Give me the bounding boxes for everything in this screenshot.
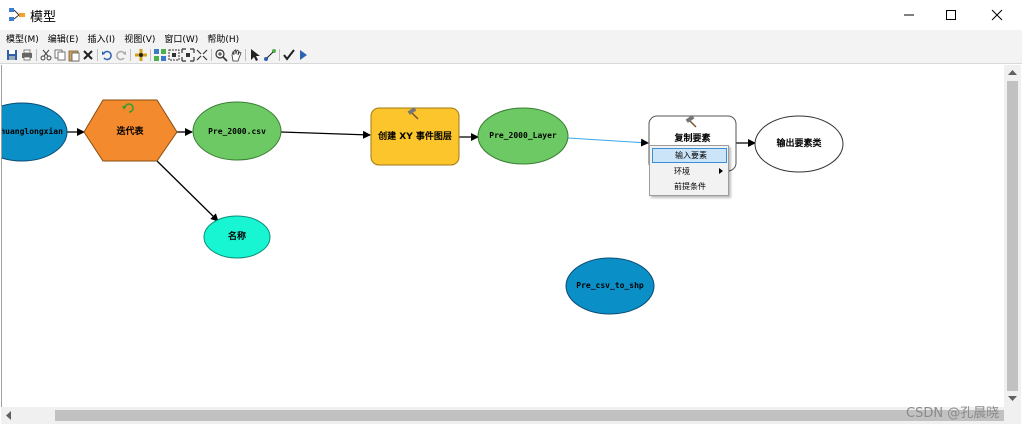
context-menu-environment-label: 环境 [674, 167, 690, 176]
scrollbar-corner [1004, 407, 1021, 424]
node-name-variable-label: 名称 [227, 232, 246, 242]
title-bar: 模型 [0, 0, 1022, 30]
node-input-data[interactable] [2, 102, 68, 162]
pan-icon[interactable] [229, 48, 243, 62]
save-icon[interactable] [5, 48, 19, 62]
vertical-scrollbar[interactable] [1004, 65, 1021, 407]
node-csv[interactable] [192, 101, 282, 161]
connector-layer-to-copy-selected[interactable] [567, 137, 649, 147]
run-icon[interactable] [296, 48, 310, 62]
print-icon[interactable] [20, 48, 34, 62]
close-icon [991, 9, 1003, 21]
maximize-icon [946, 10, 956, 20]
model-diagram [2, 99, 844, 315]
node-free-variable-label: Pre_csv_to_shp [576, 281, 644, 290]
redo-icon[interactable] [114, 48, 128, 62]
menu-view[interactable]: 视图(V) [124, 34, 156, 45]
node-tool-make-xy-label: 创建 XY 事件图层 [378, 132, 452, 142]
node-tool-make-xy[interactable] [370, 107, 460, 166]
menu-help[interactable]: 帮助(H) [207, 34, 240, 45]
toolbar-separator [97, 49, 98, 61]
minimize-icon [904, 14, 914, 16]
horizontal-scrollbar[interactable] [1, 407, 1004, 424]
node-tool-copy-features-label: 复制要素 [674, 134, 711, 144]
node-iterator[interactable] [83, 99, 178, 162]
select-pointer-icon[interactable] [248, 48, 262, 62]
context-menu-preconditions[interactable]: 前提条件 [674, 182, 706, 191]
toolbar-separator [36, 49, 37, 61]
scroll-up-icon[interactable] [1008, 70, 1017, 76]
node-output-label: 输出要素类 [776, 139, 822, 149]
node-layer-label: Pre_2000_Layer [489, 131, 557, 140]
select-all-icon[interactable] [167, 48, 181, 62]
paste-icon[interactable] [67, 48, 81, 62]
menu-window[interactable]: 窗口(W) [164, 34, 199, 45]
refresh-icon [122, 103, 134, 113]
full-extent-icon[interactable] [181, 48, 195, 62]
node-free-variable[interactable] [565, 257, 655, 315]
undo-icon[interactable] [100, 48, 114, 62]
toolbar-separator [150, 49, 151, 61]
zoom-in-icon[interactable] [214, 48, 228, 62]
window-title: 模型 [30, 10, 57, 25]
scroll-down-icon[interactable] [1008, 396, 1017, 402]
minimize-button[interactable] [886, 0, 932, 30]
cut-icon[interactable] [39, 48, 53, 62]
watermark: CSDN @孔晨晓 [906, 406, 1000, 421]
node-name-variable[interactable] [203, 215, 271, 259]
model-builder-icon [9, 8, 25, 21]
node-layer[interactable] [477, 107, 569, 165]
fit-icon[interactable] [195, 48, 209, 62]
hammer-icon [407, 107, 419, 120]
toolbar [0, 46, 1022, 64]
menu-edit[interactable]: 编辑(E) [47, 34, 79, 45]
maximize-button[interactable] [928, 0, 974, 30]
menu-model[interactable]: 模型(M) [6, 34, 39, 45]
context-menu-input-features[interactable]: 输入要素 [652, 148, 727, 163]
node-iterator-label: 迭代表 [116, 127, 144, 137]
horizontal-scroll-thumb[interactable] [55, 410, 1004, 421]
node-input-data-label: Pre_huanglongxian [1, 127, 63, 136]
connector-iterator-to-name[interactable] [153, 157, 219, 222]
node-output[interactable] [754, 115, 844, 173]
node-csv-label: Pre_2000.csv [208, 127, 266, 136]
toolbar-separator [130, 49, 131, 61]
menu-bar: 模型(M) 编辑(E) 插入(I) 视图(V) 窗口(W) 帮助(H) [0, 30, 1022, 46]
context-menu: 输入要素 环境 前提条件 [649, 145, 729, 196]
add-data-icon[interactable] [134, 48, 148, 62]
context-menu-environment[interactable]: 环境 [652, 164, 727, 179]
auto-layout-icon[interactable] [153, 48, 167, 62]
connect-icon[interactable] [263, 48, 277, 62]
model-canvas[interactable]: Pre_huanglongxian 迭代表 Pre_2000.csv 名称 创建… [1, 65, 1004, 407]
submenu-arrow-icon [719, 168, 723, 174]
vertical-scroll-thumb[interactable] [1007, 81, 1018, 391]
scroll-left-icon[interactable] [6, 411, 12, 420]
toolbar-separator [245, 49, 246, 61]
connector-csv-to-tool[interactable] [280, 130, 371, 139]
toolbar-separator [211, 49, 212, 61]
validate-icon[interactable] [282, 48, 296, 62]
close-button[interactable] [974, 0, 1020, 30]
hammer-icon [685, 115, 697, 128]
toolbar-separator [279, 49, 280, 61]
delete-icon[interactable] [81, 48, 95, 62]
copy-icon[interactable] [53, 48, 67, 62]
menu-insert[interactable]: 插入(I) [87, 34, 116, 45]
